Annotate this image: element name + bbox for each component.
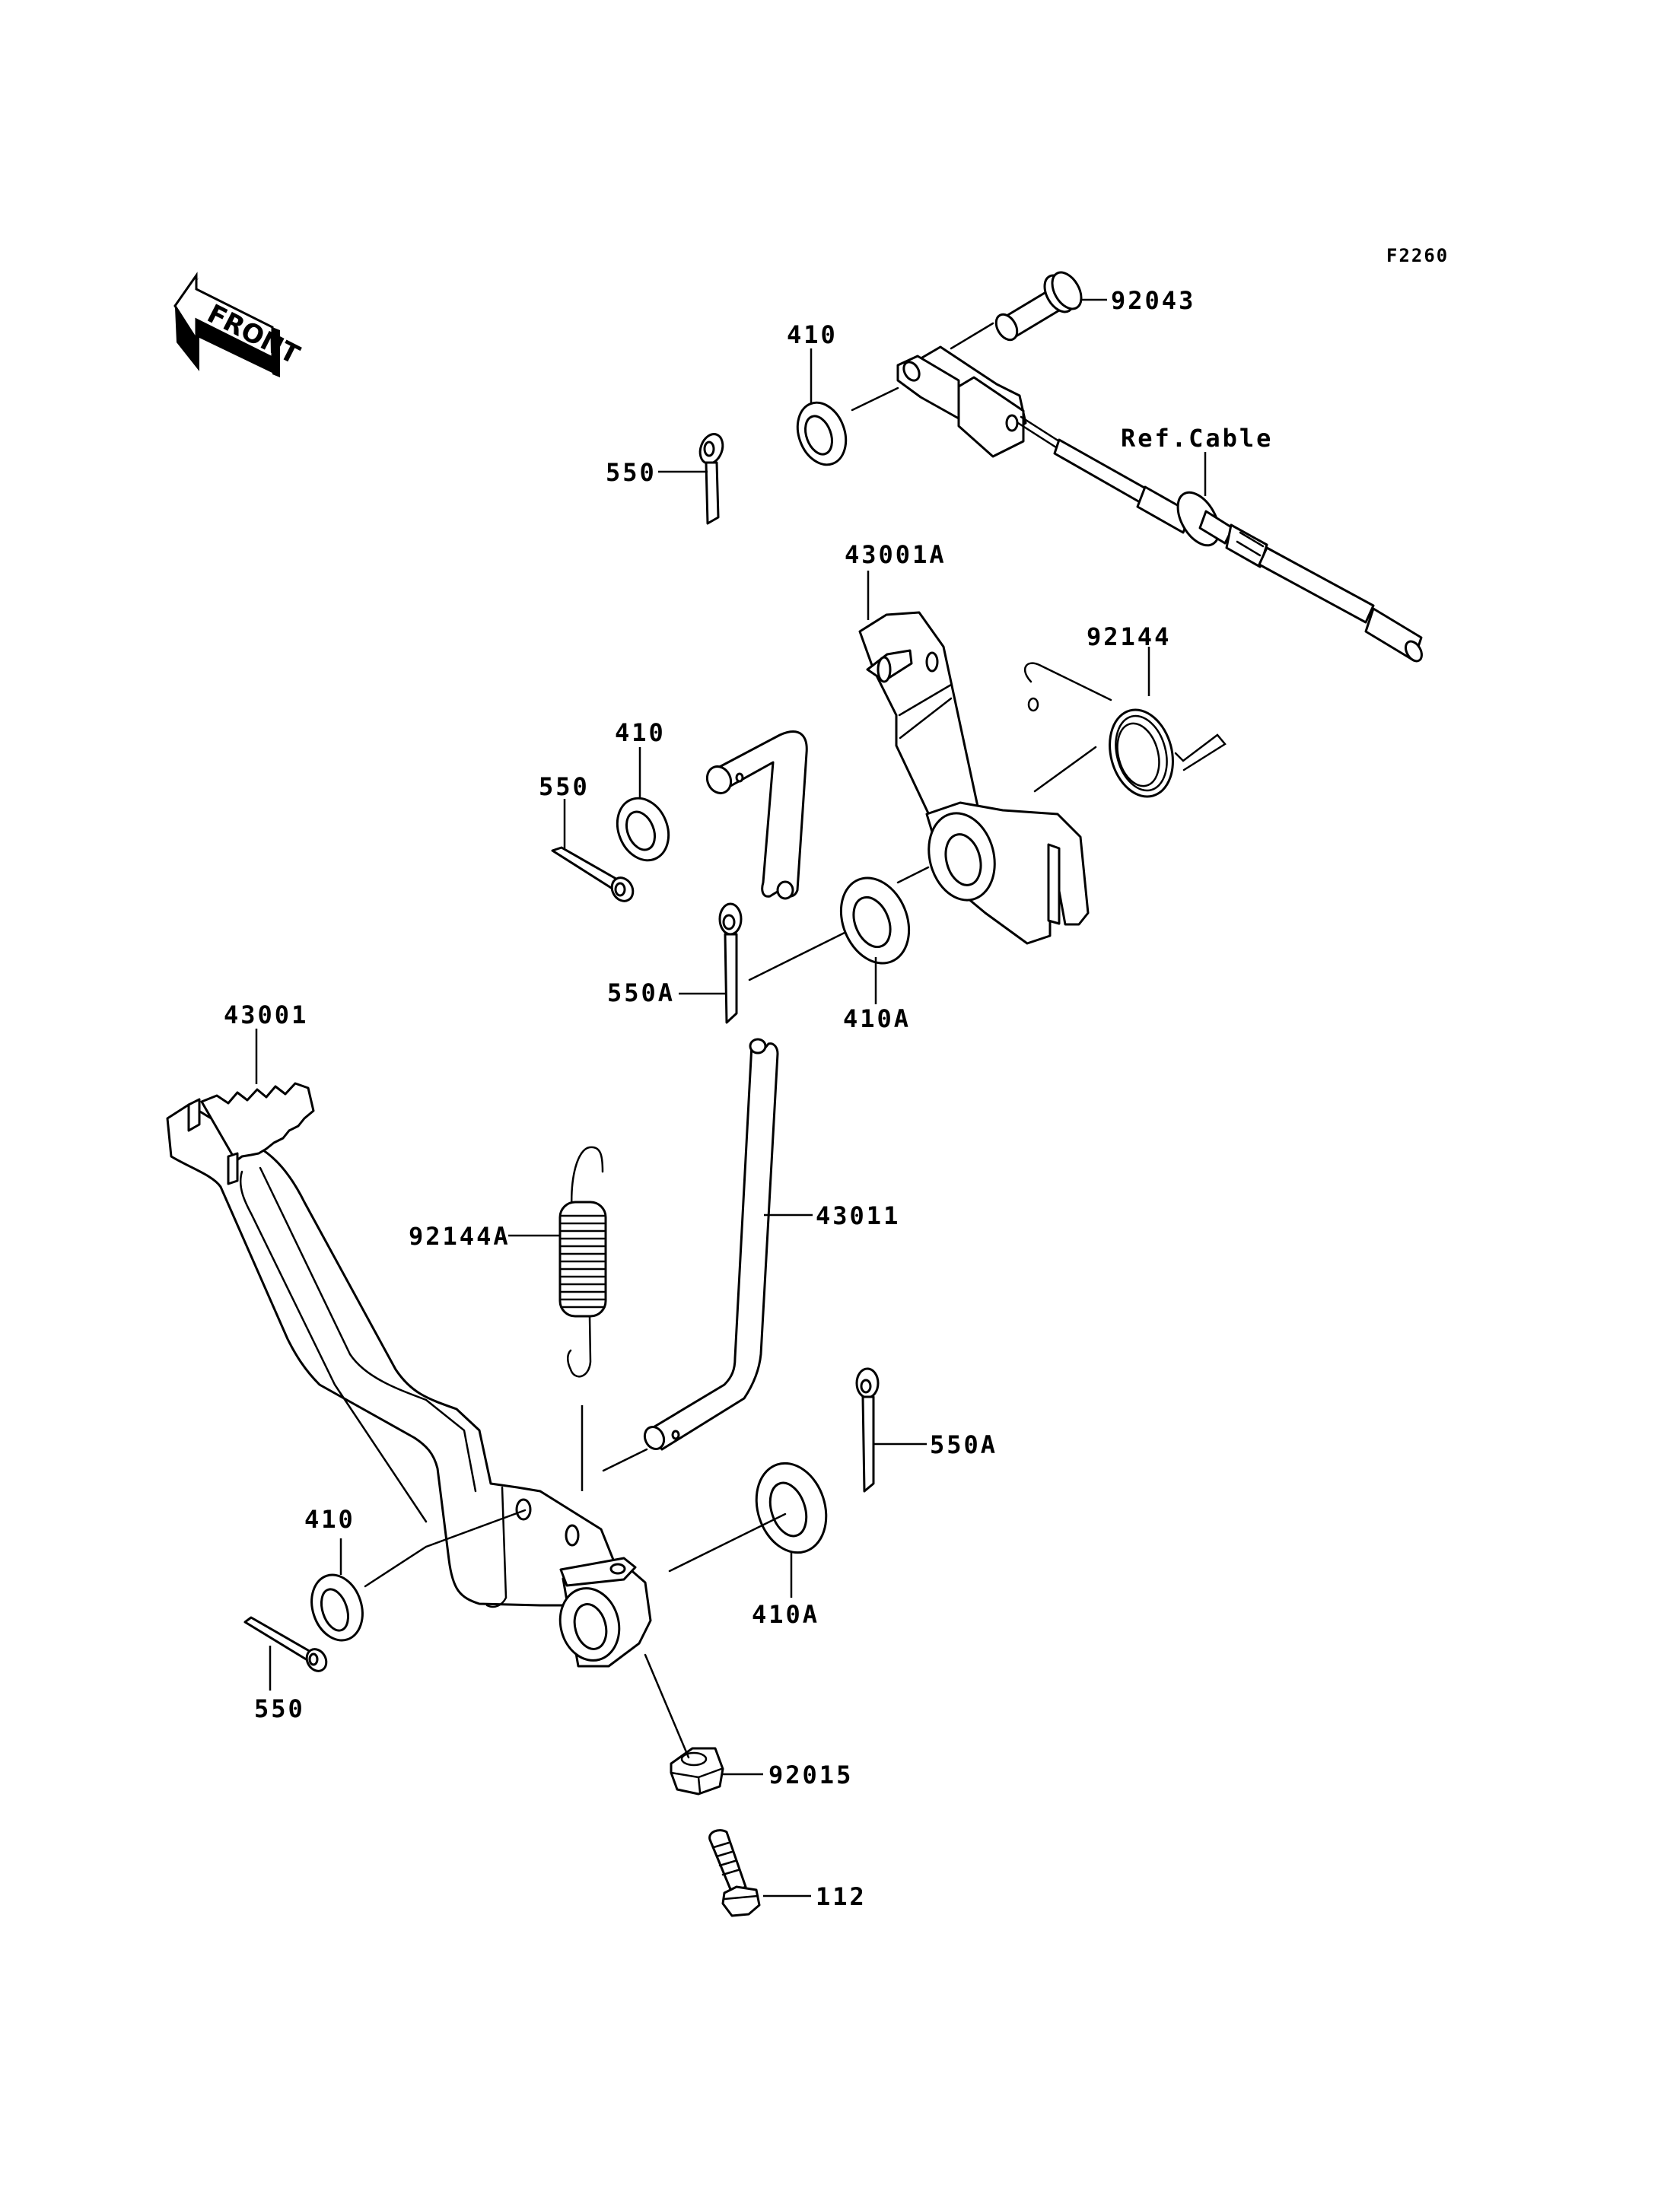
bolt-112[interactable] [708,1829,761,1917]
nut-92015[interactable] [670,1747,724,1796]
callout-92144: 92144 [1087,622,1171,651]
figure-number: F2260 [1386,245,1449,266]
washer-410-mid[interactable] [609,790,678,868]
callout-410-mid: 410 [615,718,666,747]
callout-550-top: 550 [606,458,657,487]
callout-92015: 92015 [768,1761,853,1789]
washer-410A-low[interactable] [746,1454,838,1561]
clevis-pin-92043[interactable] [992,267,1087,343]
brake-cable[interactable] [1017,415,1425,664]
callout-92144A: 92144A [409,1222,511,1251]
callout-ref-cable: Ref.Cable [1121,424,1273,453]
cotter-pin-550-top[interactable] [696,431,727,525]
callout-43011: 43011 [816,1201,900,1230]
callout-410A-mid: 410A [843,1004,911,1033]
callout-550A-mid: 550A [607,978,675,1007]
washer-410-top[interactable] [789,396,854,471]
clevis-yoke[interactable] [896,345,1027,458]
callout-410-low: 410 [304,1505,355,1534]
bent-pivot-rod[interactable] [703,730,808,900]
callout-410-top: 410 [787,320,838,349]
callout-92043: 92043 [1111,286,1195,315]
washer-410A-mid[interactable] [829,867,921,973]
torsion-spring-92144[interactable] [1023,662,1227,804]
return-spring-92144A[interactable] [558,1146,607,1378]
callout-550A-low: 550A [930,1430,998,1459]
front-arrow-icon: FRONT [173,272,305,377]
lever-43001A[interactable] [858,611,1090,945]
cotter-pin-550A-mid[interactable] [718,902,743,1024]
brake-pedal-43001[interactable] [166,1082,627,1649]
pedal-pivot-boss[interactable] [552,1557,652,1668]
callout-550-low: 550 [254,1694,305,1723]
callout-550-mid: 550 [539,772,590,801]
cotter-pin-550-low[interactable] [243,1616,330,1675]
washer-410-low[interactable] [304,1568,371,1646]
cotter-pin-550A-low[interactable] [855,1367,880,1493]
callout-410A-low: 410A [752,1600,819,1629]
brake-rod-43011[interactable] [641,1038,779,1452]
callout-43001: 43001 [224,1000,308,1029]
callout-112: 112 [816,1882,867,1911]
callout-43001A: 43001A [845,540,947,569]
cotter-pin-550-mid[interactable] [551,846,637,905]
